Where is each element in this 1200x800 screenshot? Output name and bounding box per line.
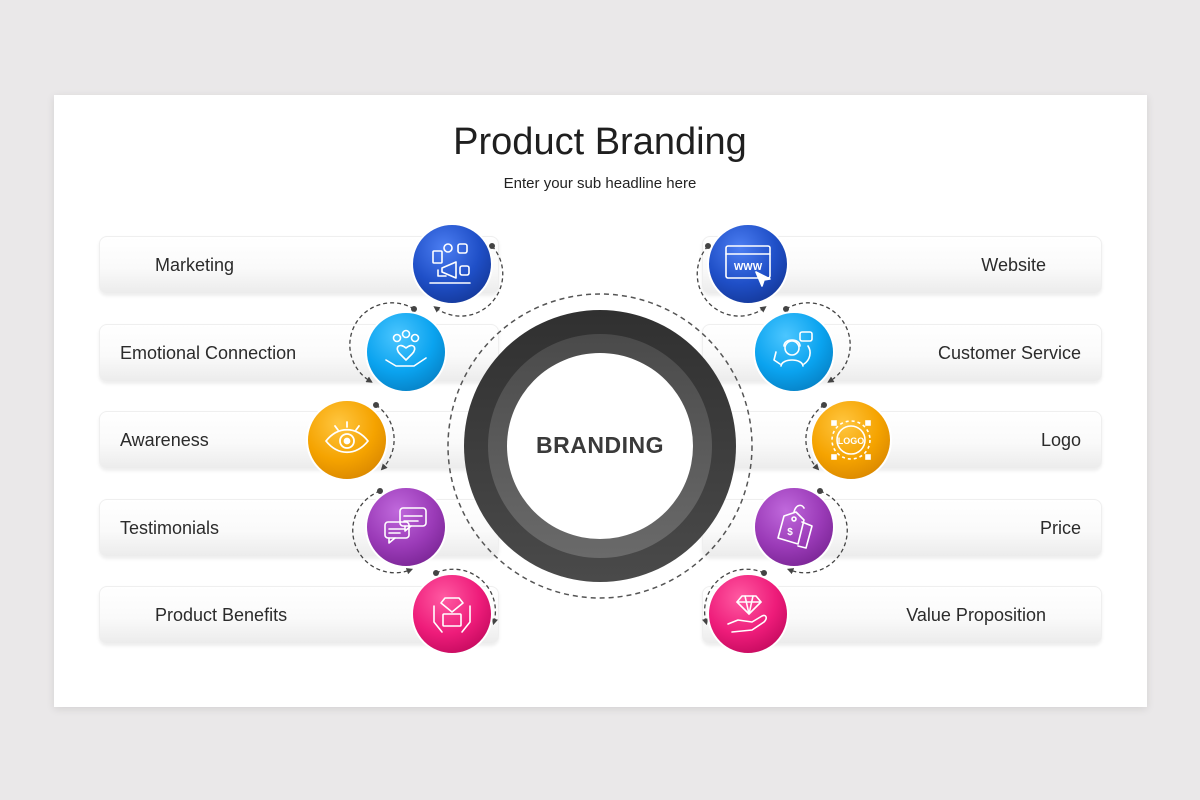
arc-price xyxy=(786,490,848,575)
node-value-proposition xyxy=(707,573,789,655)
pill-label-price: Price xyxy=(1039,518,1081,538)
eye-icon xyxy=(325,421,369,454)
node-logo: LOGO xyxy=(810,399,892,481)
pill-logo: Logo xyxy=(702,411,1102,469)
pill-label-website: Website xyxy=(981,255,1046,275)
node-website: WWW xyxy=(707,223,789,305)
node-product-benefits xyxy=(411,573,493,655)
pill-label-testimonials: Testimonials xyxy=(120,518,220,538)
connector-arcs xyxy=(349,245,851,626)
node-price: $ xyxy=(753,486,835,568)
arc-website xyxy=(696,245,767,317)
pill-label-customer-service: Customer Service xyxy=(937,343,1081,363)
arc-awareness xyxy=(375,404,395,471)
pill-label-logo: Logo xyxy=(1040,430,1081,450)
svg-text:LOGO: LOGO xyxy=(838,436,865,446)
www-browser-icon: WWW xyxy=(725,245,771,287)
pill-label-emotional-connection: Emotional Connection xyxy=(120,343,297,363)
arc-testimonials xyxy=(352,490,414,575)
arc-logo xyxy=(805,404,825,471)
svg-text:WWW: WWW xyxy=(734,262,763,273)
hub-dashed-ring xyxy=(447,293,753,599)
connector-dots xyxy=(373,243,827,576)
hand-heart-people-icon xyxy=(385,329,427,367)
pill-label-awareness: Awareness xyxy=(120,430,209,450)
support-agent-icon xyxy=(773,331,813,367)
page-subtitle: Enter your sub headline here xyxy=(503,175,697,192)
price-tag-icon: $ xyxy=(777,504,813,549)
pill-label-value-proposition: Value Proposition xyxy=(906,605,1046,625)
pill-label-product-benefits: Product Benefits xyxy=(155,605,288,625)
hub-core xyxy=(507,353,693,539)
arc-customer-service xyxy=(785,302,851,383)
hands-diamond-box-icon xyxy=(433,597,471,633)
logo-badge-icon: LOGO xyxy=(831,420,871,460)
node-emotional-connection xyxy=(365,311,447,393)
megaphone-social-icon xyxy=(429,243,471,284)
arc-emotional-connection xyxy=(349,302,415,383)
node-marketing xyxy=(411,223,493,305)
pill-awareness: Awareness xyxy=(99,411,499,469)
pill-label-marketing: Marketing xyxy=(155,255,235,275)
node-customer-service xyxy=(753,311,835,393)
center-hub xyxy=(447,293,753,599)
chat-bubbles-icon xyxy=(384,507,427,544)
node-awareness xyxy=(306,399,388,481)
svg-text:$: $ xyxy=(787,527,793,538)
hub-label: BRANDING xyxy=(536,432,664,458)
arc-marketing xyxy=(433,245,504,317)
node-testimonials xyxy=(365,486,447,568)
page-title: Product Branding xyxy=(453,121,747,163)
hand-diamond-icon xyxy=(727,595,767,633)
